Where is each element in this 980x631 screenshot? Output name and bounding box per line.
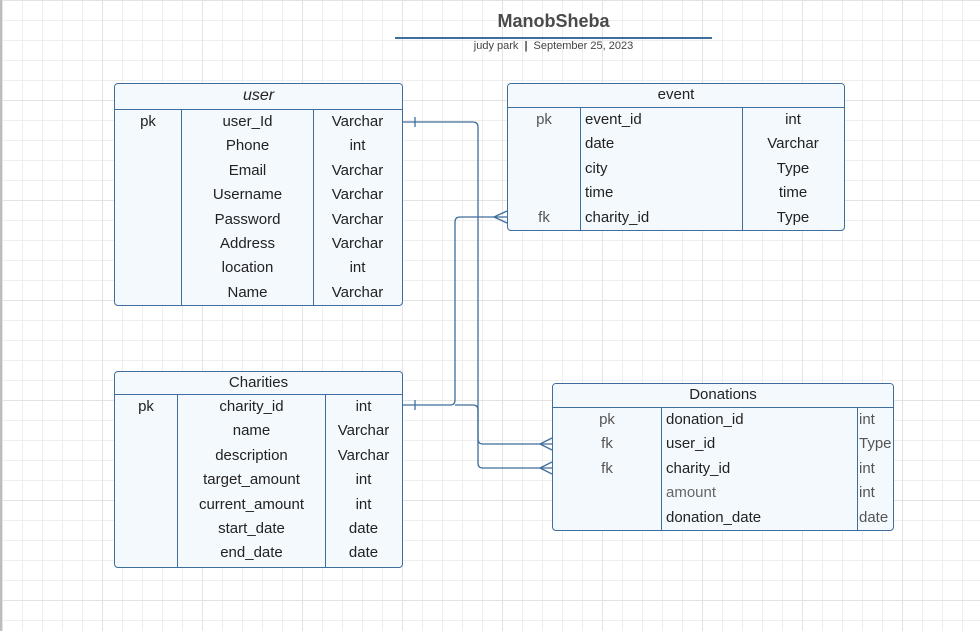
- donations-key-column: pk fk fk: [553, 408, 661, 530]
- type-cell: int: [859, 459, 875, 477]
- field-cell: name: [232, 422, 271, 440]
- field-cell: start_date: [218, 519, 285, 537]
- type-cell: int: [785, 111, 801, 128]
- key-cell: [553, 506, 661, 530]
- canvas-left-edge: [0, 0, 2, 631]
- type-cell: Type: [776, 208, 810, 226]
- field-cell: event_id: [585, 111, 642, 128]
- type-cell: Varchar: [331, 161, 384, 179]
- field-cell: Address: [219, 234, 276, 252]
- field-cell: charity_id: [219, 398, 284, 415]
- charities-type-column: int Varchar Varchar int int date date: [325, 395, 401, 567]
- type-cell: int: [349, 137, 366, 155]
- field-cell: donation_date: [666, 508, 762, 526]
- type-cell: Varchar: [337, 422, 390, 440]
- user-key-column: pk: [115, 110, 181, 305]
- type-cell: Varchar: [331, 234, 384, 252]
- type-cell: Varchar: [337, 446, 390, 464]
- donations-type-column: int Type int int date: [857, 408, 893, 530]
- field-cell: city: [585, 159, 608, 177]
- author-name: judy park: [473, 40, 519, 52]
- field-cell: description: [215, 446, 288, 464]
- key-cell: [553, 481, 661, 505]
- key-cell: fk: [538, 208, 550, 226]
- type-cell: date: [859, 508, 889, 526]
- donations-field-column: donation_id user_id charity_id amount do…: [661, 408, 857, 530]
- connector-charities-donations: [455, 404, 552, 469]
- key-cell: pk: [138, 398, 154, 415]
- field-cell: time: [585, 184, 614, 202]
- type-cell: int: [355, 495, 372, 513]
- field-cell: end_date: [220, 544, 283, 562]
- field-cell: Password: [214, 210, 281, 228]
- type-cell: Type: [776, 159, 810, 177]
- key-cell: [508, 157, 580, 181]
- field-cell: Username: [212, 186, 283, 204]
- key-cell: [508, 132, 580, 156]
- field-cell: current_amount: [198, 495, 305, 513]
- type-cell: Type: [859, 435, 892, 453]
- document-meta: judy park | September 25, 2023: [395, 40, 712, 52]
- type-cell: date: [348, 519, 379, 537]
- key-cell: pk: [599, 411, 615, 428]
- field-cell: Email: [228, 161, 267, 179]
- document-date: September 25, 2023: [533, 40, 634, 52]
- entity-donations-header: Donations: [553, 384, 893, 408]
- type-cell: Varchar: [331, 210, 384, 228]
- charities-field-column: charity_id name description target_amoun…: [177, 395, 325, 567]
- user-type-column: Varchar int Varchar Varchar Varchar Varc…: [313, 110, 401, 305]
- event-key-column: pk fk: [508, 108, 580, 230]
- key-cell: fk: [601, 435, 613, 453]
- type-cell: int: [859, 484, 875, 502]
- field-cell: Name: [227, 283, 268, 301]
- field-cell: location: [221, 259, 274, 277]
- key-cell: [508, 181, 580, 205]
- entity-user[interactable]: user pk user_Id Phone Email Username Pas…: [114, 83, 403, 306]
- type-cell: Varchar: [331, 283, 384, 301]
- meta-separator: |: [524, 40, 528, 52]
- type-cell: time: [778, 184, 808, 202]
- entity-charities-header: Charities: [115, 372, 402, 395]
- many-mark-donations-user: [538, 437, 553, 451]
- document-title[interactable]: ManobSheba: [497, 11, 610, 31]
- charities-key-column: pk: [115, 395, 177, 567]
- type-cell: Varchar: [331, 113, 384, 130]
- type-cell: int: [349, 259, 366, 277]
- type-cell: int: [355, 471, 372, 489]
- title-underline: [395, 37, 712, 39]
- field-cell: user_id: [666, 435, 716, 453]
- field-cell: Phone: [225, 137, 270, 155]
- type-cell: int: [859, 411, 875, 428]
- event-type-column: int Varchar Type time Type: [742, 108, 843, 230]
- entity-event[interactable]: event pk fk event_id date city time char…: [507, 83, 845, 231]
- user-field-column: user_Id Phone Email Username Password Ad…: [181, 110, 313, 305]
- type-cell: Varchar: [767, 135, 819, 153]
- entity-user-header: user: [115, 84, 402, 110]
- entity-event-header: event: [508, 84, 844, 108]
- field-cell: charity_id: [585, 208, 650, 226]
- key-cell: fk: [601, 459, 613, 477]
- entity-donations[interactable]: Donations pk fk fk donation_id user_id c…: [552, 383, 894, 531]
- field-cell: target_amount: [203, 471, 300, 489]
- type-cell: Varchar: [331, 186, 384, 204]
- type-cell: int: [355, 398, 372, 415]
- connector-charities-event: [403, 216, 507, 406]
- many-mark-donations-charity: [538, 461, 553, 475]
- many-mark-event: [492, 210, 508, 224]
- key-cell: pk: [140, 113, 156, 130]
- type-cell: date: [348, 544, 379, 562]
- entity-charities[interactable]: Charities pk charity_id name description…: [114, 371, 403, 568]
- field-cell: donation_id: [666, 411, 744, 428]
- key-cell: pk: [536, 111, 552, 128]
- field-cell: user_Id: [222, 113, 273, 130]
- field-cell: amount: [666, 484, 717, 502]
- field-cell: charity_id: [666, 459, 731, 477]
- event-field-column: event_id date city time charity_id: [580, 108, 742, 230]
- field-cell: date: [585, 135, 615, 153]
